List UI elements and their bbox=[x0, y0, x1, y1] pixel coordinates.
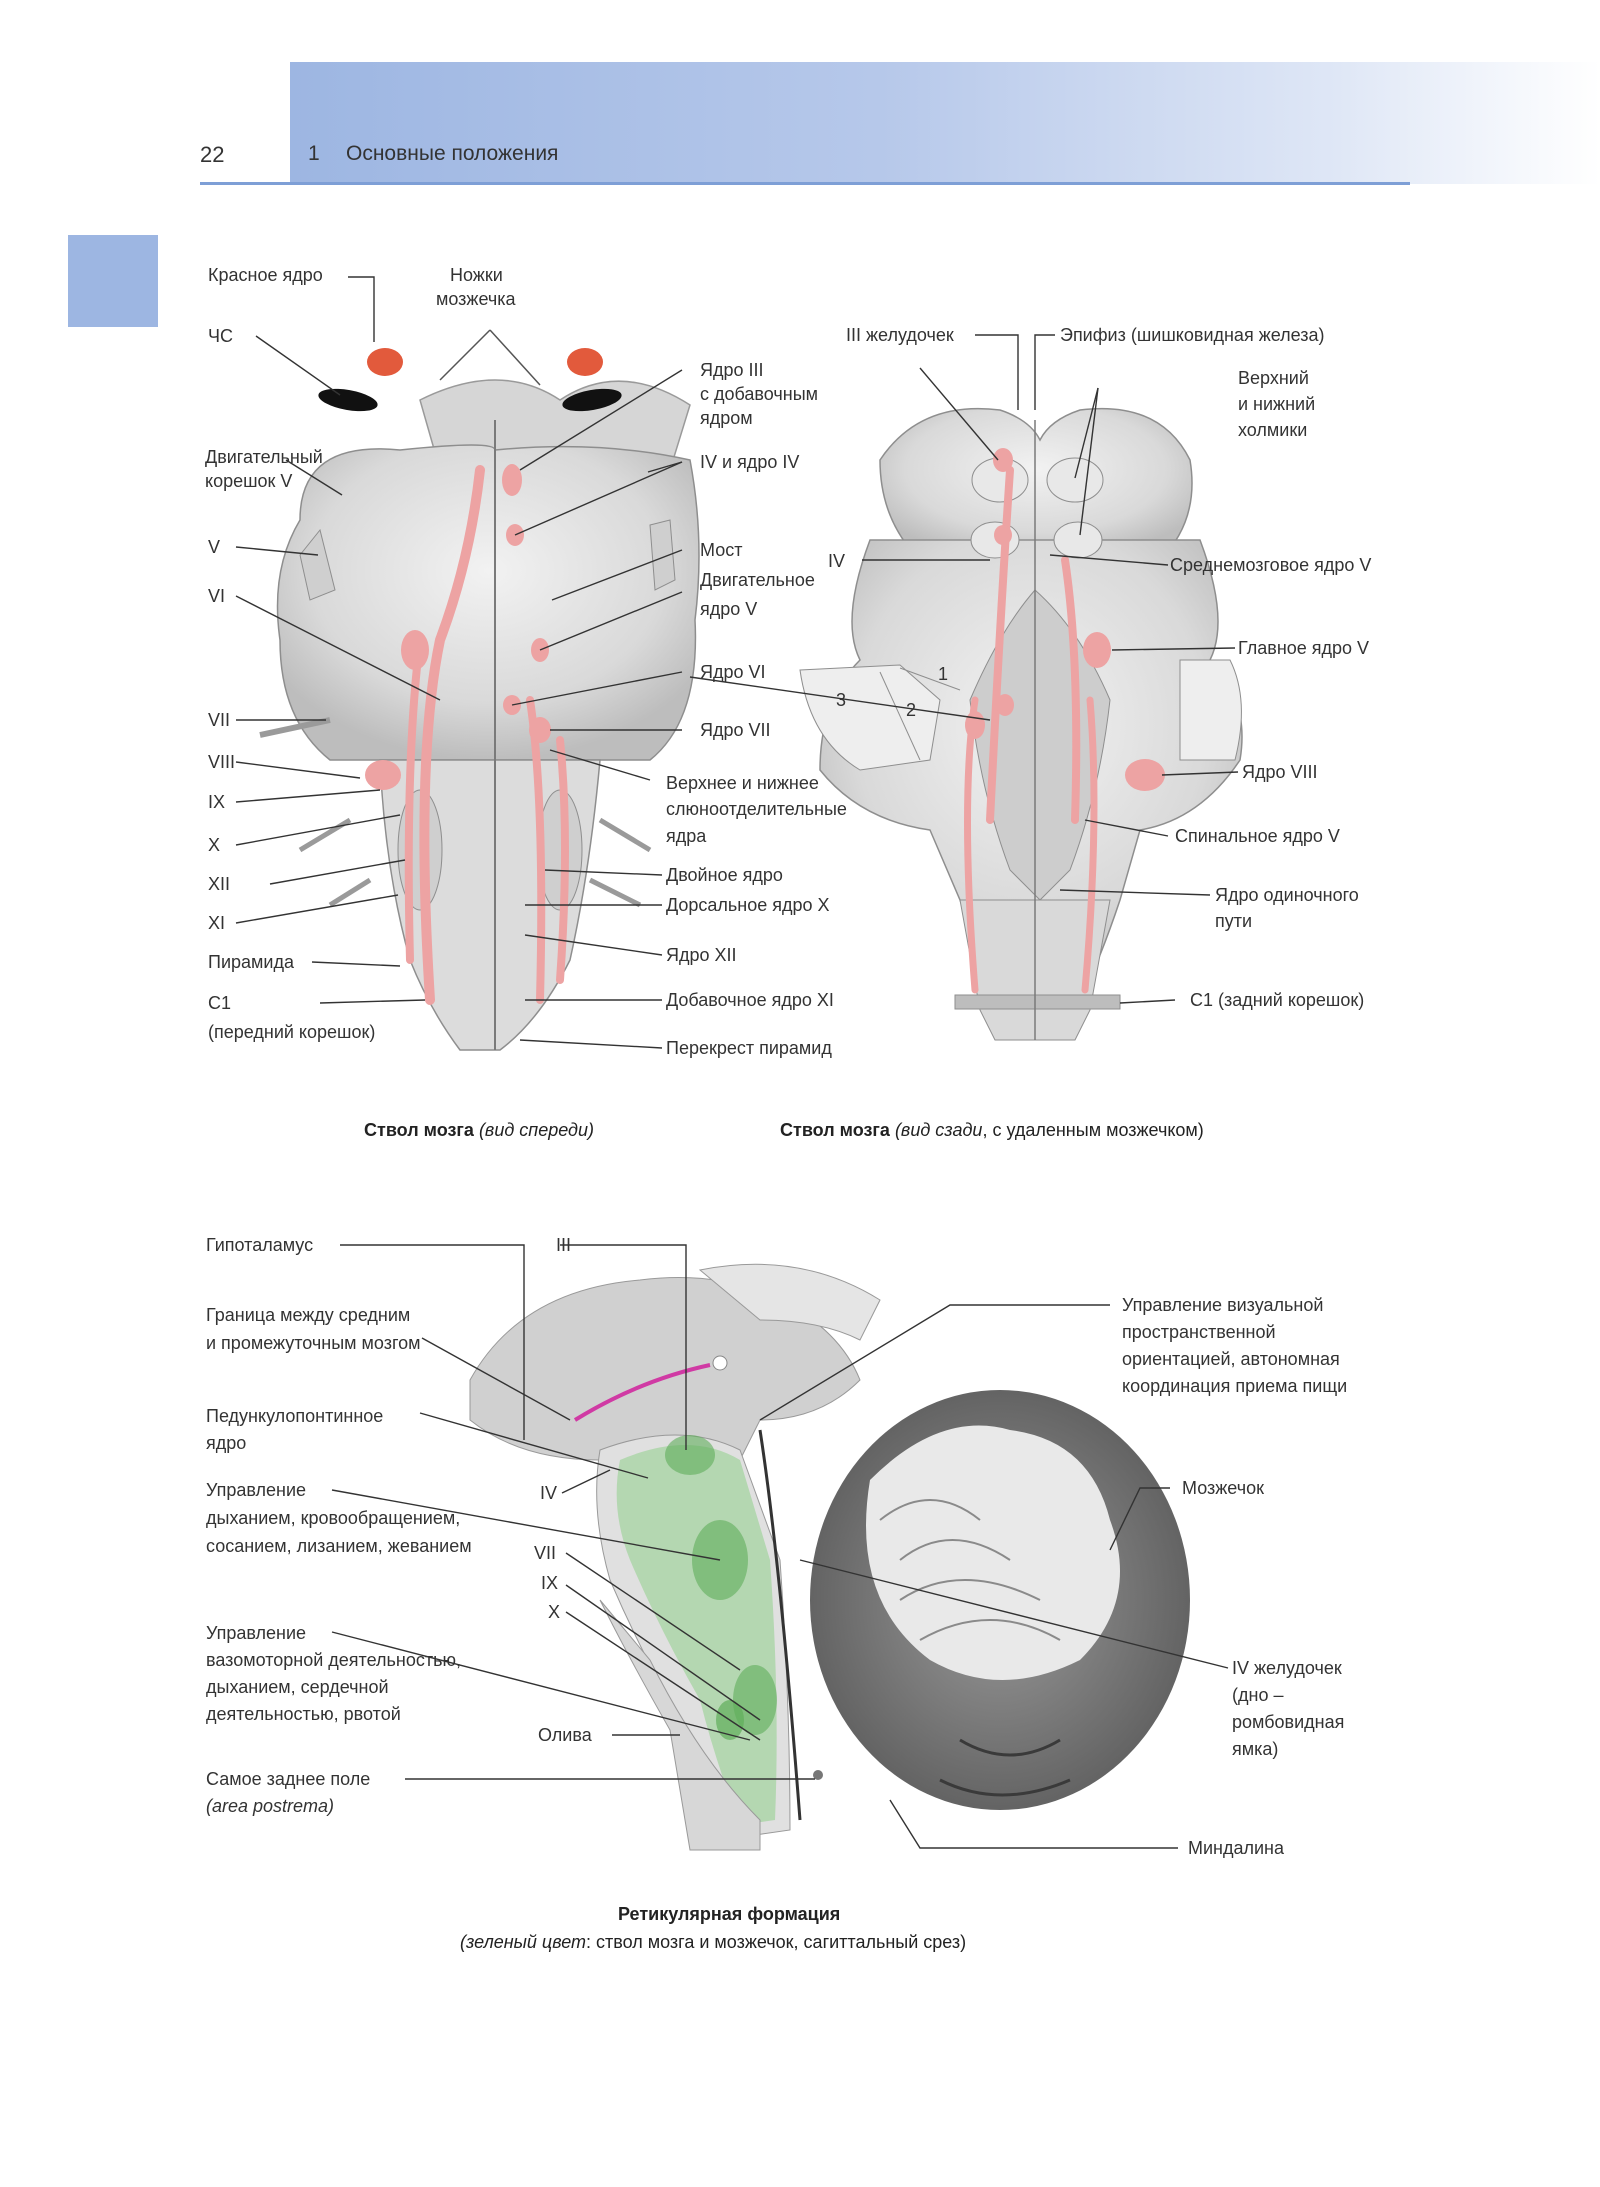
label-upr-vaso-4: деятельностью, рвотой bbox=[206, 1704, 401, 1724]
label-pedunk-2: ядро bbox=[206, 1433, 247, 1453]
header-band bbox=[290, 62, 1600, 184]
label-upr-viz-3: ориентацией, автономная bbox=[1122, 1349, 1340, 1369]
label-srednemozg: Среднемозговое ядро V bbox=[1170, 555, 1372, 575]
label-dobavochnoe: Добавочное ядро XI bbox=[666, 990, 834, 1010]
label-upr-dyh-2: дыханием, кровообращением, bbox=[206, 1508, 461, 1528]
label-sliun-2: слюноотделительные bbox=[666, 799, 847, 819]
chapter-side-tab bbox=[68, 235, 158, 327]
label-pedunk-1: Педункулопонтинное bbox=[206, 1406, 384, 1426]
reticular-formation-drawing bbox=[469, 1263, 1190, 1851]
brainstem-back-drawing bbox=[799, 407, 1243, 1041]
label-upr-viz-1: Управление визуальной bbox=[1122, 1295, 1324, 1315]
label-upr-vaso-2: вазомоторной деятельностью, bbox=[206, 1650, 461, 1670]
label-dorsalnoe: Дорсальное ядро X bbox=[666, 895, 830, 915]
label-nozhki-1: Ножки bbox=[450, 265, 503, 285]
label-granica-1: Граница между средним bbox=[206, 1305, 411, 1325]
label-x-ret: X bbox=[548, 1602, 561, 1622]
label-upr-vaso-3: дыханием, сердечной bbox=[206, 1677, 389, 1697]
label-upr-viz-4: координация приема пищи bbox=[1122, 1376, 1348, 1396]
label-vi: VI bbox=[208, 586, 226, 606]
label-x: X bbox=[208, 835, 221, 855]
label-yadro6: Ядро VI bbox=[700, 662, 766, 682]
label-ix: IX bbox=[208, 792, 226, 812]
label-most: Мост bbox=[700, 540, 743, 560]
label-perekrest: Перекрест пирамид bbox=[666, 1038, 832, 1058]
label-iv-ret: IV bbox=[540, 1483, 558, 1503]
label-dvig-yadro-1: Двигательное bbox=[700, 570, 815, 590]
page-number: 22 bbox=[200, 142, 225, 167]
label-c1-1: С1 bbox=[208, 993, 232, 1013]
label-iv-zhel-3: ромбовидная bbox=[1232, 1712, 1345, 1732]
brainstem-front-drawing bbox=[259, 329, 700, 1051]
label-xi: XI bbox=[208, 913, 226, 933]
label-dvig-koreshok-1: Двигательный bbox=[205, 447, 323, 467]
caption-reticular-title: Ретикулярная формация bbox=[618, 1904, 841, 1924]
caption-reticular-sub: (зеленый цвет: ствол мозга и мозжечок, с… bbox=[460, 1932, 967, 1952]
label-upr-dyh-3: сосанием, лизанием, жеванием bbox=[206, 1536, 472, 1556]
leader-lines bbox=[235, 276, 1239, 1849]
label-iii-zheludochek: III желудочек bbox=[846, 325, 954, 345]
label-gipotalamus: Гипоталамус bbox=[206, 1235, 314, 1255]
label-ix-ret: IX bbox=[541, 1573, 559, 1593]
label-num1: 1 bbox=[938, 664, 949, 684]
label-yadro3-3: ядром bbox=[700, 408, 753, 428]
label-mozzhechok: Мозжечок bbox=[1182, 1478, 1264, 1498]
label-xii: XII bbox=[208, 874, 231, 894]
label-holmiki-2: и нижний bbox=[1238, 394, 1316, 414]
label-upr-viz-2: пространственной bbox=[1122, 1322, 1276, 1342]
label-odinoch-1: Ядро одиночного bbox=[1215, 885, 1359, 905]
label-sliun-1: Верхнее и нижнее bbox=[666, 773, 819, 793]
label-iii-ret: III bbox=[556, 1235, 572, 1255]
label-yadro7: Ядро VII bbox=[700, 720, 771, 740]
label-yadro12: Ядро XII bbox=[666, 945, 737, 965]
caption-front: Ствол мозга (вид спереди) bbox=[364, 1120, 594, 1140]
label-dvig-yadro-2: ядро V bbox=[700, 599, 758, 619]
label-piramida: Пирамида bbox=[208, 952, 294, 972]
label-iv-yadro: IV и ядро IV bbox=[700, 452, 800, 472]
label-vii: VII bbox=[208, 710, 231, 730]
label-area-2: (area postrema) bbox=[206, 1796, 335, 1816]
label-oliva: Олива bbox=[538, 1725, 592, 1745]
label-nozhki-2: мозжечка bbox=[436, 289, 516, 309]
label-glavnoe: Главное ядро V bbox=[1238, 638, 1370, 658]
label-mindalina: Миндалина bbox=[1188, 1838, 1285, 1858]
label-area-1: Самое заднее поле bbox=[206, 1769, 371, 1789]
chapter-number: 1 bbox=[308, 142, 320, 165]
label-num3: 3 bbox=[836, 690, 847, 710]
label-c1-2: (передний корешок) bbox=[208, 1022, 376, 1042]
label-granica-2: и промежуточным мозгом bbox=[206, 1333, 421, 1353]
chapter-title: Основные положения bbox=[346, 142, 559, 165]
label-iv-zhel-4: ямка) bbox=[1232, 1739, 1279, 1759]
label-upr-vaso-1: Управление bbox=[206, 1623, 307, 1643]
label-epifiz: Эпифиз (шишковидная железа) bbox=[1060, 325, 1325, 345]
label-yadro8: Ядро VIII bbox=[1242, 762, 1318, 782]
label-odinoch-2: пути bbox=[1215, 911, 1253, 931]
label-sliun-3: ядра bbox=[666, 826, 707, 846]
header-rule bbox=[200, 182, 1410, 185]
caption-back: Ствол мозга (вид сзади, с удаленным мозж… bbox=[780, 1120, 1204, 1140]
label-upr-dyh-1: Управление bbox=[206, 1480, 307, 1500]
label-dvig-koreshok-2: корешок V bbox=[205, 471, 293, 491]
label-holmiki-1: Верхний bbox=[1238, 368, 1309, 388]
label-chs: ЧС bbox=[208, 326, 233, 346]
label-v: V bbox=[208, 537, 221, 557]
label-krasnoe-yadro: Красное ядро bbox=[208, 265, 323, 285]
label-iv-back: IV bbox=[828, 551, 846, 571]
label-iv-zhel-2: (дно – bbox=[1232, 1685, 1284, 1705]
label-yadro3-2: с добавочным bbox=[700, 384, 819, 404]
label-num2: 2 bbox=[906, 700, 917, 720]
label-viii: VIII bbox=[208, 752, 236, 772]
label-holmiki-3: холмики bbox=[1238, 420, 1308, 440]
label-spinalnoe: Спинальное ядро V bbox=[1175, 826, 1340, 846]
label-dvoinoe: Двойное ядро bbox=[666, 865, 783, 885]
label-yadro3-1: Ядро III bbox=[700, 360, 764, 380]
label-vii-ret: VII bbox=[534, 1543, 557, 1563]
label-iv-zhel-1: IV желудочек bbox=[1232, 1658, 1342, 1678]
label-c1-zad: С1 (задний корешок) bbox=[1190, 990, 1365, 1010]
